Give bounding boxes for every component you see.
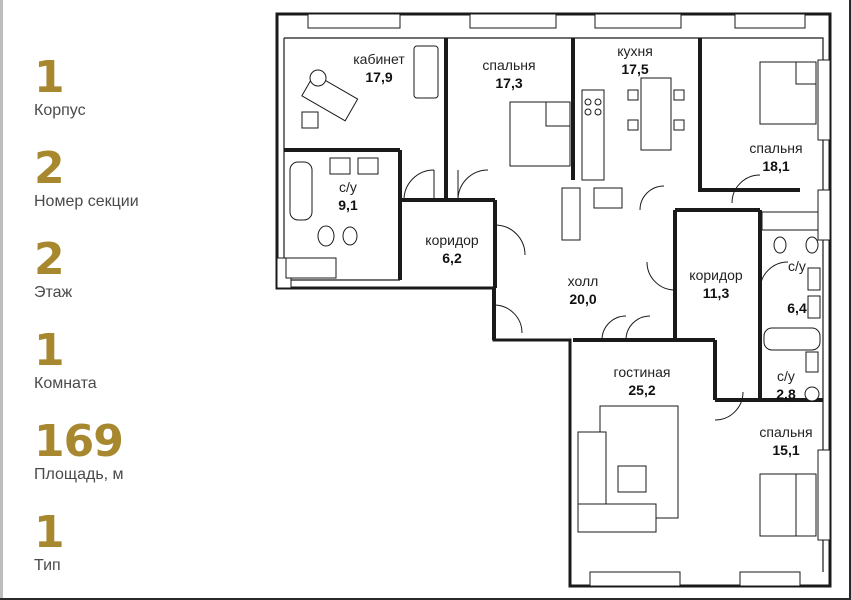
dining-table-icon (640, 77, 672, 151)
coffee-table-icon (617, 465, 647, 493)
room-name-corridor-2: коридор (689, 267, 743, 283)
sofa-icon (413, 45, 439, 99)
room-name-bath-1: с/у (339, 179, 357, 195)
toilet-icon (773, 236, 787, 254)
room-area-bath-1: 9,1 (338, 197, 358, 213)
stat-type-label: Тип (34, 557, 61, 574)
bathtub-icon (289, 161, 313, 221)
room-name-bath-2: с/у (788, 258, 806, 274)
room-area-study: 17,9 (365, 69, 392, 85)
column-icon (561, 187, 581, 241)
stat-rooms: 1 Комната (34, 329, 97, 393)
room-name-bedroom-1: спальня (482, 57, 535, 73)
room-area-bath-2: 6,4 (787, 300, 807, 316)
sink-icon (807, 267, 821, 291)
corner-sofa-icon (577, 503, 657, 533)
stat-building: 1 Корпус (34, 56, 86, 120)
sink-icon (357, 157, 379, 175)
toilet-icon (317, 225, 335, 247)
stat-area-label: Площадь, м (34, 466, 124, 483)
outer-walls (275, 12, 832, 588)
stat-type-value: 1 (34, 507, 65, 558)
room-area-hall: 20,0 (569, 291, 596, 307)
windows (276, 13, 831, 587)
chair-icon (301, 111, 319, 129)
doors (403, 169, 789, 421)
stat-type: 1 Тип (34, 507, 65, 575)
stat-rooms-label: Комната (34, 375, 97, 392)
stat-building-value: 1 (34, 52, 65, 103)
rug-icon (599, 405, 679, 519)
furniture (285, 45, 821, 537)
toilet-icon (804, 386, 820, 402)
bidet-icon (805, 236, 819, 254)
bathtub-icon (763, 327, 821, 351)
sink-icon (807, 295, 821, 319)
cabinet-icon (593, 187, 623, 209)
room-name-study: кабинет (353, 51, 405, 67)
room-area-living: 25,2 (628, 382, 655, 398)
room-name-living: гостиная (614, 364, 671, 380)
room-name-bedroom-2: спальня (749, 140, 802, 156)
stat-floor-label: Этаж (34, 284, 73, 301)
chair-icon (309, 69, 327, 87)
room-area-bath-3: 2,8 (776, 386, 796, 402)
room-name-bedroom-3: спальня (759, 424, 812, 440)
room-name-kitchen: кухня (617, 43, 653, 59)
shower-icon (761, 211, 819, 231)
room-name-bath-3: с/у (777, 368, 795, 384)
stat-section-label: Номер секции (34, 193, 139, 210)
room-name-hall: холл (568, 273, 599, 289)
stat-section: 2 Номер секции (34, 147, 139, 211)
stat-floor-value: 2 (34, 234, 65, 285)
bidet-icon (342, 226, 358, 246)
stat-area-value: 169 (34, 416, 124, 467)
stat-rooms-value: 1 (34, 325, 65, 376)
sink-icon (329, 157, 351, 175)
room-area-bedroom-1: 17,3 (495, 75, 522, 91)
stat-building-label: Корпус (34, 102, 86, 119)
room-labels: кабинет 17,9 спальня 17,3 кухня 17,5 спа… (338, 43, 812, 458)
interior-walls (284, 38, 823, 402)
sink-icon (805, 351, 819, 373)
room-area-corridor-2: 11,3 (703, 285, 730, 301)
stat-section-value: 2 (34, 143, 65, 194)
stat-floor: 2 Этаж (34, 238, 72, 302)
stat-area: 169 Площадь, м (34, 420, 124, 484)
room-area-corridor-1: 6,2 (442, 250, 462, 266)
room-area-bedroom-3: 15,1 (772, 442, 799, 458)
room-name-corridor-1: коридор (425, 232, 479, 248)
room-area-bedroom-2: 18,1 (762, 158, 789, 174)
room-area-kitchen: 17,5 (621, 61, 648, 77)
washer-icon (285, 257, 337, 279)
